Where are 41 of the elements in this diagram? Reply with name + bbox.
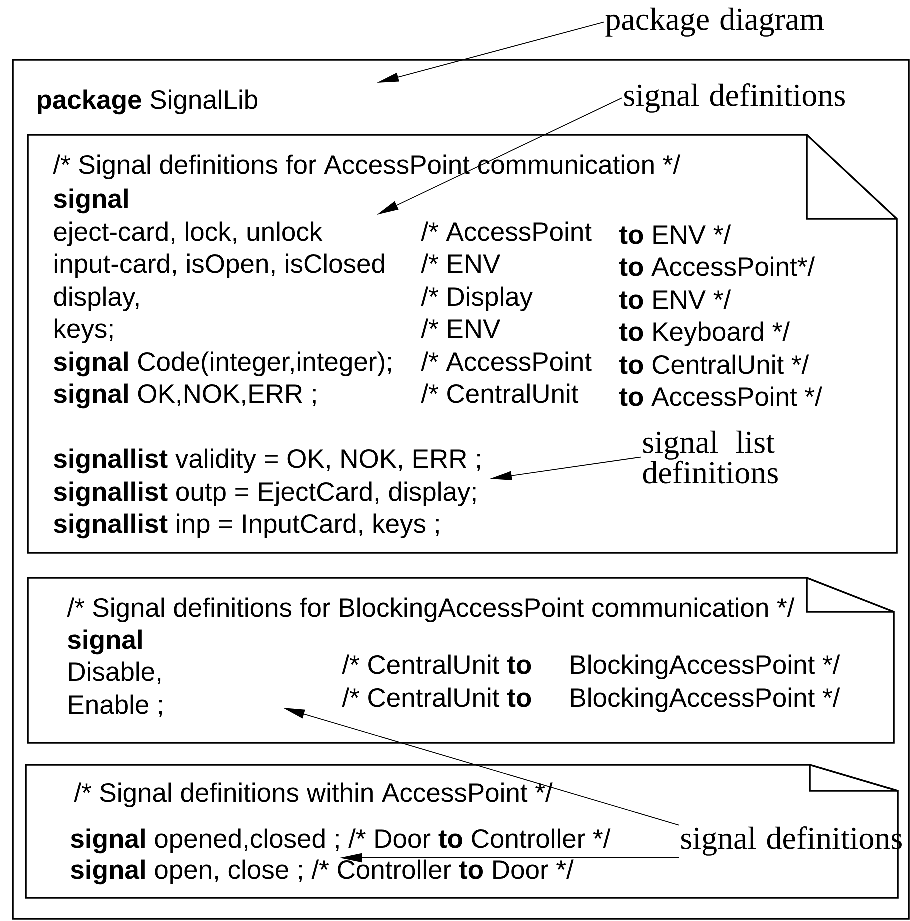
- code-line: display,: [54, 286, 139, 312]
- code-line: signallist inp = InputCard, keys ;: [54, 514, 439, 539]
- code-line: input-card, isOpen, isClosed: [54, 254, 384, 279]
- code-line: to CentralUnit */: [620, 354, 810, 374]
- code-line: /* Display: [421, 286, 534, 312]
- code-line: Disable,: [69, 662, 161, 684]
- code-line: signallist outp = EjectCard, display;: [54, 482, 476, 507]
- code-line: keys;: [55, 318, 113, 344]
- code-line: /* ENV: [421, 254, 501, 274]
- code-line: eject-card, lock, unlock: [54, 222, 323, 247]
- code-line: to ENV */: [620, 290, 732, 310]
- code-line: /* AccessPoint: [421, 352, 592, 372]
- code-line: /* AccessPoint: [421, 222, 592, 242]
- code-line: to AccessPoint*/: [620, 256, 816, 276]
- code-line: /* Signal definitions for AccessPoint communication */: [53, 154, 681, 180]
- annotation-text: package diagram: [606, 8, 824, 37]
- code-line: BlockingAccessPoint */: [571, 688, 840, 712]
- code-line: signal opened,closed ; /* Door to Controller */: [71, 828, 611, 854]
- code-line: signal: [54, 188, 128, 214]
- text-symbol: [27, 577, 895, 744]
- code-line: Enable ;: [69, 694, 162, 718]
- code-line: signal: [68, 630, 142, 655]
- code-line: to Keyboard */: [620, 322, 790, 346]
- code-line: /* CentralUnit to: [342, 654, 532, 674]
- code-line: to AccessPoint */: [620, 386, 822, 406]
- code-line: /* Signal definitions within AccessPoint */: [74, 782, 553, 808]
- annotation-text: signal list definitions: [643, 430, 778, 484]
- code-line: to ENV */: [620, 224, 732, 244]
- code-line: signal open, close ; /* Controller to Door */: [71, 860, 574, 885]
- annotation-text: signal definitions: [624, 83, 845, 113]
- code-line: BlockingAccessPoint */: [571, 654, 840, 680]
- code-line: /* ENV: [421, 318, 501, 338]
- code-line: /* Signal definitions for BlockingAccessPoint communication */: [67, 598, 795, 622]
- package-frame: [12, 59, 910, 920]
- code-line: signallist validity = OK, NOK, ERR ;: [54, 448, 480, 474]
- code-line: package SignalLib: [38, 90, 258, 115]
- text-symbol: [27, 134, 898, 554]
- code-line: /* CentralUnit: [421, 384, 579, 404]
- code-line: signal Code(integer,integer);: [54, 352, 392, 377]
- code-line: /* CentralUnit to: [342, 688, 532, 708]
- code-line: signal OK,NOK,ERR ;: [54, 384, 316, 409]
